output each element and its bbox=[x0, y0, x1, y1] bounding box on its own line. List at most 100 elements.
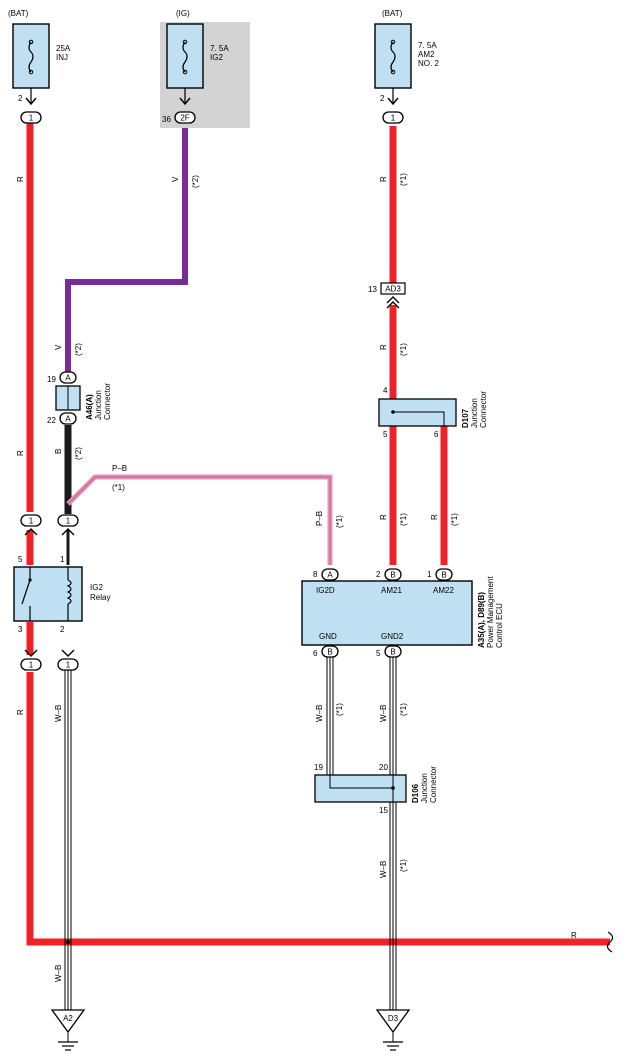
relay-pin5: 5 bbox=[18, 555, 23, 564]
ecu-line1: Power Management bbox=[486, 576, 495, 648]
ground-a2-label: A2 bbox=[63, 1014, 73, 1023]
ecu-pin-gnd-num: 6 bbox=[313, 649, 318, 658]
fuse-ig2-source: (IG) bbox=[176, 9, 190, 18]
ecu-pin-am22-num: 1 bbox=[427, 570, 432, 579]
ecu-label-gnd2: GND2 bbox=[381, 632, 404, 641]
connector-ad3: 13 AD3 bbox=[368, 282, 406, 309]
wire-label-r-am22: R bbox=[430, 514, 439, 520]
fuse-inj: (BAT) 25A INJ 2 1 bbox=[8, 9, 71, 124]
wire-note-r-am21: (*1) bbox=[399, 513, 408, 526]
wire-label-wb-2: W–B bbox=[54, 965, 63, 982]
ecu-label-am21: AM21 bbox=[381, 586, 402, 595]
ground-d3: D3 bbox=[375, 1009, 411, 1051]
wire-wb-d3 bbox=[389, 802, 397, 1010]
svg-text:1: 1 bbox=[66, 661, 71, 670]
wire-pb-outline bbox=[67, 476, 331, 565]
connector-ad3-pin: 13 bbox=[368, 285, 377, 294]
fuse-ig2-pin: 36 bbox=[162, 115, 171, 124]
ground-d3-label: D3 bbox=[388, 1014, 399, 1023]
junction-a46: 19 A 22 A A46(A) Junction Connector bbox=[47, 371, 112, 425]
junction-d107: 4 5 6 D107 Junction Connector bbox=[378, 386, 488, 439]
wire-label-r-am2-2: R bbox=[379, 344, 388, 350]
fuse-ig2-rating: 7. 5A bbox=[210, 44, 229, 53]
wire-label-v-1: V bbox=[171, 176, 180, 182]
svg-text:1: 1 bbox=[66, 517, 71, 526]
fuse-am2-name1: AM2 bbox=[418, 50, 435, 59]
relay-switch-icon bbox=[21, 579, 31, 605]
connector-ad3-label: AD3 bbox=[385, 285, 401, 294]
wire-r-bottom bbox=[26, 672, 610, 946]
ecu-label-gnd: GND bbox=[319, 632, 337, 641]
a46-line2: Connector bbox=[103, 383, 112, 420]
wire-label-r-3: R bbox=[16, 709, 25, 715]
wire-note-r-am22: (*1) bbox=[450, 513, 459, 526]
wire-note-wb-gnd: (*1) bbox=[335, 703, 344, 716]
wire-label-wb-1: W–B bbox=[54, 705, 63, 722]
relay-pin3: 3 bbox=[18, 625, 23, 634]
d107-line2: Connector bbox=[479, 391, 488, 428]
ecu-pin-ig2d-num: 8 bbox=[313, 570, 318, 579]
a46-line1: Junction bbox=[94, 390, 103, 420]
inline-connectors: 1 1 1 1 bbox=[20, 514, 79, 671]
ecu-line2: Control ECU bbox=[495, 603, 504, 648]
junction-d106: 19 20 15 D106 Junction Connector bbox=[314, 763, 438, 815]
fuse-am2-rating: 7. 5A bbox=[418, 41, 437, 50]
wire-label-r-bottom: R bbox=[571, 931, 577, 940]
wire-label-r-am21: R bbox=[379, 514, 388, 520]
fuse-inj-source: (BAT) bbox=[8, 9, 29, 18]
wire-note-b: (*2) bbox=[74, 447, 83, 460]
d106-line2: Connector bbox=[429, 766, 438, 803]
d107-pin4: 4 bbox=[383, 386, 388, 395]
wire-label-pb-h: P–B bbox=[112, 464, 127, 473]
relay-coil-icon bbox=[66, 579, 72, 605]
d107-line1: Junction bbox=[470, 398, 479, 428]
fuse-am2-source: (BAT) bbox=[382, 9, 403, 18]
fuse-ig2-symbol bbox=[182, 41, 188, 73]
inline-connector-b-upper: 1 bbox=[57, 514, 79, 536]
ground-a2-icon bbox=[50, 1009, 86, 1034]
fuse-inj-conn: 1 bbox=[29, 114, 34, 123]
fuse-ig2: (IG) 7. 5A IG2 36 2F bbox=[162, 9, 229, 124]
ecu-pin-am21-num: 2 bbox=[376, 570, 381, 579]
fuse-ig2-name: IG2 bbox=[210, 53, 223, 62]
fuse-am2-conn: 1 bbox=[391, 114, 396, 123]
wire-label-r-am2-1: R bbox=[379, 176, 388, 182]
wire-note-r-am2-1: (*1) bbox=[399, 173, 408, 186]
wire-label-wb-d3: W–B bbox=[379, 861, 388, 878]
ecu-pin-am22-letter: B bbox=[441, 571, 446, 580]
relay-ig2: 5 1 3 2 IG2 Relay bbox=[13, 555, 110, 634]
d106-pin19: 19 bbox=[314, 763, 323, 772]
a46-pin-top: 19 bbox=[47, 375, 56, 384]
junction-dot-a2 bbox=[66, 940, 70, 944]
wire-label-v-2: V bbox=[54, 344, 63, 350]
ecu-pin-gnd-letter: B bbox=[327, 648, 332, 657]
fuse-inj-rating: 25A bbox=[56, 44, 71, 53]
fuse-am2: (BAT) 7. 5A AM2 NO. 2 2 1 bbox=[374, 9, 439, 124]
relay-pin2: 2 bbox=[60, 625, 65, 634]
d107-pin6: 6 bbox=[434, 430, 439, 439]
wire-pb bbox=[66, 474, 333, 565]
wire-label-wb-gnd: W–B bbox=[315, 705, 324, 722]
wire-wb-a2 bbox=[64, 670, 72, 1010]
ecu-label-am22: AM22 bbox=[433, 586, 454, 595]
d107-pin5: 5 bbox=[383, 430, 388, 439]
wire-note-r-am2-2: (*1) bbox=[399, 343, 408, 356]
fuse-inj-name: INJ bbox=[56, 53, 68, 62]
wire-break-mark bbox=[606, 931, 614, 953]
relay-name2: Relay bbox=[90, 593, 110, 602]
wire-note-pb-h: (*1) bbox=[112, 483, 125, 492]
wire-wb-gnd bbox=[326, 656, 334, 775]
ecu-pin-am21-letter: B bbox=[390, 571, 395, 580]
wire-label-r-2: R bbox=[16, 450, 25, 456]
wire-label-wb-gnd2: W–B bbox=[379, 705, 388, 722]
d106-pin20: 20 bbox=[379, 763, 388, 772]
a46-pin-bottom: 22 bbox=[47, 416, 56, 425]
a46-letter-top: A bbox=[65, 374, 71, 383]
fuse-ig2-conn: 2F bbox=[180, 114, 189, 123]
fuse-inj-symbol bbox=[28, 41, 34, 73]
wire-label-b: B bbox=[54, 449, 63, 454]
wire-label-r-1: R bbox=[16, 176, 25, 182]
a46-letter-bottom: A bbox=[65, 415, 71, 424]
ecu-pin-gnd2-letter: B bbox=[390, 648, 395, 657]
ecu-label-ig2d: IG2D bbox=[316, 586, 335, 595]
